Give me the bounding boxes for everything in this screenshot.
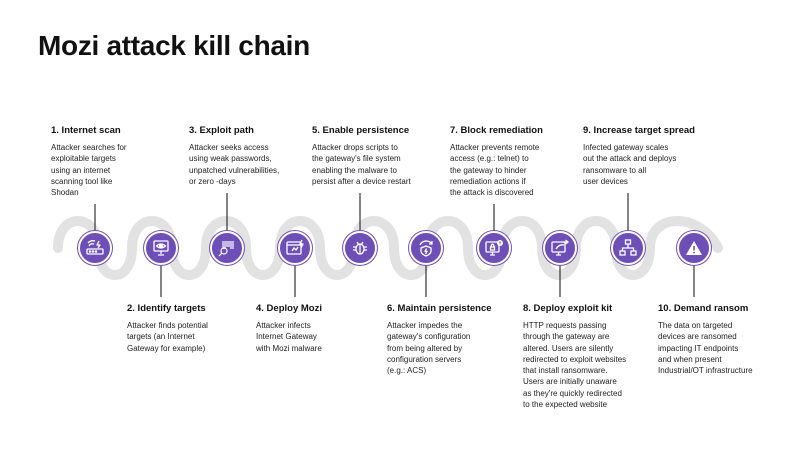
stage-6: 6. Maintain persistence Attacker impedes… bbox=[387, 303, 557, 376]
stage-3: 3. Exploit path Attacker seeks access us… bbox=[189, 125, 359, 187]
stage-description: Attacker prevents remote access (e.g.: t… bbox=[450, 143, 540, 198]
stage-description: HTTP requests passing through the gatewa… bbox=[523, 321, 627, 410]
stage-8: 8. Deploy exploit kit HTTP requests pass… bbox=[523, 303, 693, 410]
stage-label: 2. Identify targets bbox=[127, 303, 206, 314]
page-title: Mozi attack kill chain bbox=[38, 30, 310, 61]
monitor-eye-icon bbox=[144, 231, 178, 265]
stage-description: Attacker searches for exploitable target… bbox=[51, 143, 127, 198]
bug-icon bbox=[343, 231, 377, 265]
stage-label: 9. Increase target spread bbox=[583, 125, 695, 136]
monitor-redirect-icon bbox=[543, 231, 577, 265]
stage-label: 8. Deploy exploit kit bbox=[523, 303, 613, 314]
stage-description: Attacker impedes the gateway's configura… bbox=[387, 321, 471, 376]
stage-description: Attacker finds potential targets (an Int… bbox=[127, 321, 208, 353]
stage-4: 4. Deploy Mozi Attacker infects Internet… bbox=[256, 303, 426, 354]
barcode-search-icon bbox=[210, 231, 244, 265]
stage-1: 1. Internet scan Attacker searches for e… bbox=[51, 125, 221, 198]
network-icon bbox=[611, 231, 645, 265]
stage-label: 4. Deploy Mozi bbox=[256, 303, 322, 314]
shield-refresh-icon bbox=[409, 231, 443, 265]
stage-label: 10. Demand ransom bbox=[658, 303, 749, 314]
stage-label: 6. Maintain persistence bbox=[387, 303, 492, 314]
stage-10: 10. Demand ransom The data on targeted d… bbox=[658, 303, 793, 376]
stage-2: 2. Identify targets Attacker finds poten… bbox=[127, 303, 297, 354]
stage-description: Attacker infects Internet Gateway with M… bbox=[256, 321, 322, 353]
connector-lines bbox=[94, 193, 695, 297]
stage-label: 7. Block remediation bbox=[450, 125, 543, 136]
stage-9: 9. Increase target spread Infected gatew… bbox=[583, 125, 753, 187]
stage-label: 3. Exploit path bbox=[189, 125, 254, 136]
stage-description: Attacker drops scripts to the gateway's … bbox=[312, 143, 411, 186]
router-icon bbox=[78, 231, 112, 265]
stage-label: 5. Enable persistence bbox=[312, 125, 410, 136]
warning-icon bbox=[677, 231, 711, 265]
stage-7: 7. Block remediation Attacker prevents r… bbox=[450, 125, 620, 198]
monitor-lock-icon bbox=[477, 231, 511, 265]
stage-5: 5. Enable persistence Attacker drops scr… bbox=[312, 125, 482, 187]
browser-bolt-icon bbox=[278, 231, 312, 265]
stage-label: 1. Internet scan bbox=[51, 125, 121, 136]
stage-description: Attacker seeks access using weak passwor… bbox=[189, 143, 280, 186]
stage-description: The data on targeted devices are ransome… bbox=[658, 321, 753, 376]
stage-description: Infected gateway scales out the attack a… bbox=[583, 143, 677, 186]
